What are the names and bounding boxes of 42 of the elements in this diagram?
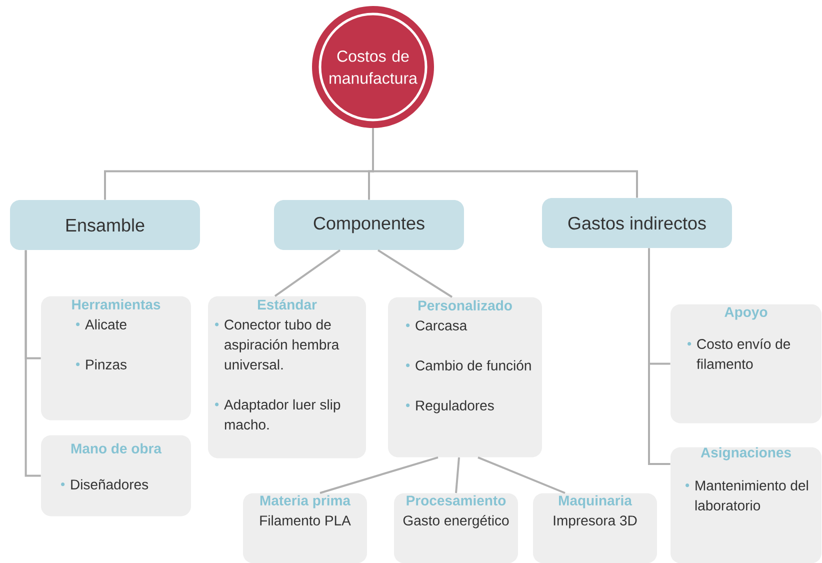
connector-line	[372, 128, 638, 198]
list-item: Costo envío de filamento	[688, 338, 790, 369]
connector-line	[274, 249, 341, 297]
box-heading: Personalizado	[418, 300, 512, 310]
box-heading: Materia prima	[260, 495, 351, 508]
item-box	[394, 493, 518, 563]
item-box	[41, 296, 191, 420]
list-item: Pinzas	[76, 359, 126, 370]
connector-line	[648, 248, 670, 465]
item-box	[670, 304, 822, 424]
connector-line	[377, 249, 453, 298]
category-box: Ensamble	[10, 200, 200, 250]
item-box	[243, 493, 367, 563]
connector-line	[24, 250, 41, 477]
item-box	[670, 447, 822, 563]
list-item: Conector tubo de aspiración hembra universal.	[215, 319, 340, 370]
item-box	[533, 493, 657, 563]
box-heading: Herramientas	[72, 299, 160, 310]
category-box: Gastos indirectos	[542, 198, 732, 248]
item-box	[41, 435, 191, 516]
box-heading: Procesamiento	[406, 495, 506, 506]
list-item: Adaptador luer slip macho.	[215, 399, 340, 430]
box-text: Filamento PLA	[260, 515, 351, 526]
category-box: Componentes	[274, 200, 464, 250]
box-heading: Estándar	[258, 299, 317, 310]
item-box	[388, 297, 542, 458]
connector-line	[455, 457, 460, 494]
box-text: Impresora 3D	[554, 516, 637, 528]
item-box	[208, 296, 366, 458]
list-item: Diseñadores	[61, 479, 148, 490]
list-item: Carcasa	[406, 320, 468, 330]
list-item: Mantenimiento del laboratorio	[686, 480, 808, 510]
connector-line	[320, 456, 438, 494]
list-item: Reguladores	[406, 400, 494, 414]
list-item: Cambio de función	[406, 360, 531, 370]
box-heading: Asignaciones	[700, 447, 791, 460]
box-heading: Apoyo	[724, 307, 768, 320]
list-item: Alicate	[76, 319, 126, 330]
connector-line	[478, 456, 566, 494]
box-text: Gasto energético	[403, 515, 509, 528]
box-heading: Maquinaria	[559, 495, 632, 508]
box-heading: Mano de obra	[71, 443, 162, 454]
